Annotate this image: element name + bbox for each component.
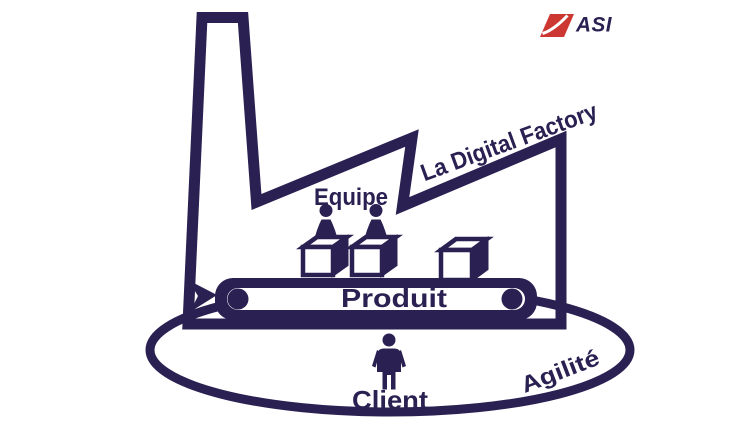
belt-roller-right-icon: [501, 288, 523, 310]
worker-head-icon: [319, 204, 333, 217]
client-head-icon: [382, 333, 396, 347]
client-label: Client: [352, 385, 428, 415]
product-label: Produit: [341, 283, 447, 313]
input-arrow-icon: [188, 280, 217, 312]
belt-roller-left-icon: [227, 288, 249, 310]
belt-strip: [227, 288, 525, 310]
client-body-icon: [377, 348, 401, 390]
worker-head-icon: [369, 204, 383, 217]
team-label: Equipe: [314, 184, 388, 211]
client-figure-icon: [372, 333, 406, 390]
asi-logo-text: ASI: [575, 14, 613, 37]
product-box-icon: [344, 234, 404, 278]
product-box-icon: [434, 236, 494, 283]
client-arm-icon: [372, 350, 380, 368]
asi-logo: ASI: [540, 14, 613, 37]
product-box-icon: [295, 234, 355, 278]
client-arm-icon: [398, 350, 406, 368]
conveyor-belt-icon: Produit: [215, 278, 537, 320]
asi-logo-swoosh-icon: [542, 14, 569, 35]
